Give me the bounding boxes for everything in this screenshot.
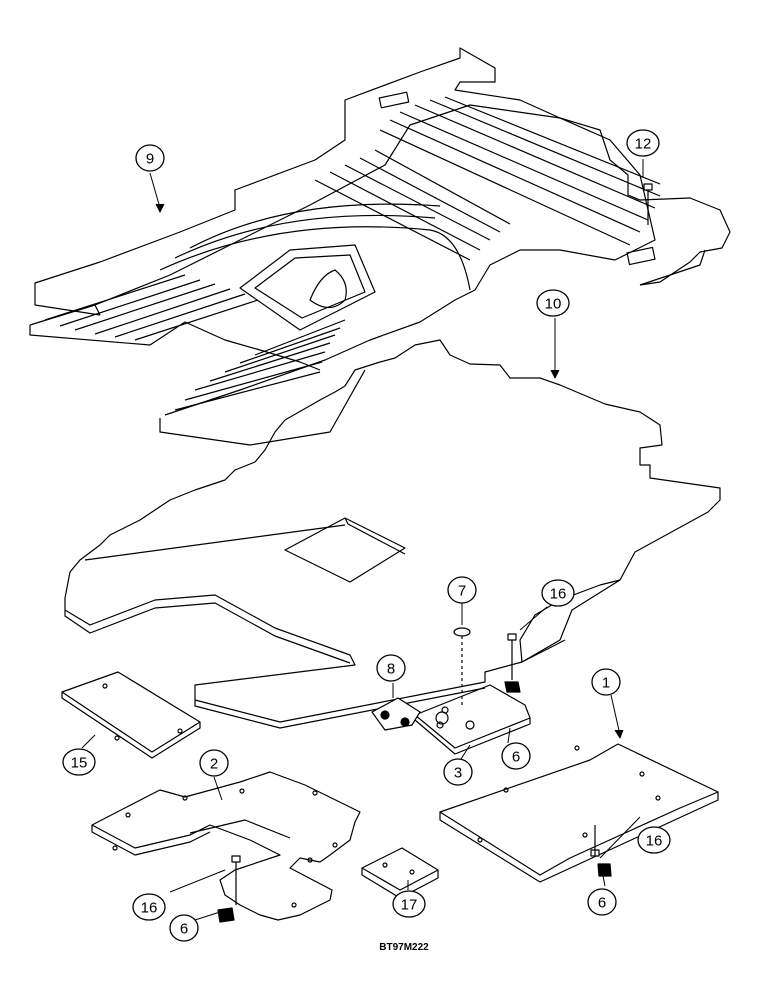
- callout-label: 12: [635, 136, 652, 153]
- callout-c12: 12: [626, 129, 660, 157]
- callout-c9: 9: [135, 144, 165, 172]
- figure-code: BT97M222: [379, 942, 429, 953]
- callout-label: 16: [141, 900, 158, 917]
- callout-circle: [591, 668, 621, 696]
- bracket-part-8: [371, 697, 421, 731]
- callout-c16c: 16: [132, 893, 166, 921]
- callout-c6b: 6: [169, 914, 199, 942]
- callout-label: 1: [602, 675, 610, 692]
- panel-part-1: [439, 743, 719, 883]
- callout-label: 8: [387, 661, 395, 678]
- callout-c6a: 6: [501, 742, 531, 770]
- callout-label: 6: [180, 921, 188, 938]
- callout-circle: [501, 742, 531, 770]
- callout-circle: [541, 579, 575, 607]
- leader-lines: [81, 159, 644, 921]
- callout-label: 6: [512, 749, 520, 766]
- callout-c15: 15: [62, 748, 96, 776]
- panel-part-2: [91, 771, 361, 921]
- callout-label: 10: [545, 296, 562, 313]
- callout-label: 3: [454, 765, 462, 782]
- callout-circle: [199, 749, 229, 777]
- callout-circle: [637, 826, 671, 854]
- callout-circle: [587, 888, 617, 916]
- callout-circle: [376, 654, 406, 682]
- callout-c10: 10: [536, 289, 570, 317]
- callout-circle: [169, 914, 199, 942]
- callout-circle: [447, 576, 477, 604]
- callout-label: 17: [401, 897, 418, 914]
- callout-circle: [443, 758, 473, 786]
- callout-label: 9: [146, 151, 154, 168]
- callout-c6c: 6: [587, 888, 617, 916]
- callout-c16b: 16: [637, 826, 671, 854]
- callout-c7: 7: [447, 576, 477, 604]
- callout-c2: 2: [199, 749, 229, 777]
- callout-circle: [392, 890, 426, 918]
- callout-circle: [132, 893, 166, 921]
- callout-circle: [536, 289, 570, 317]
- callout-label: 7: [458, 583, 466, 600]
- bracket-part-17: [361, 847, 439, 899]
- insulation-sheet-part-10: [64, 339, 721, 729]
- callout-circle: [62, 748, 96, 776]
- panel-part-15: [61, 671, 201, 759]
- callout-label: 6: [598, 895, 606, 912]
- callout-label: 16: [550, 586, 567, 603]
- callout-label: 16: [646, 833, 663, 850]
- callout-label: 15: [71, 755, 88, 772]
- fasteners: [217, 183, 653, 923]
- callout-c1: 1: [591, 668, 621, 696]
- floor-mat-part-9: [29, 47, 731, 446]
- callout-c17: 17: [392, 890, 426, 918]
- callout-circle: [135, 144, 165, 172]
- cover-part-3: [414, 684, 531, 755]
- callout-c3: 3: [443, 758, 473, 786]
- callout-label: 2: [210, 756, 218, 773]
- callout-c8: 8: [376, 654, 406, 682]
- callout-c16a: 16: [541, 579, 575, 607]
- callout-circle: [626, 129, 660, 157]
